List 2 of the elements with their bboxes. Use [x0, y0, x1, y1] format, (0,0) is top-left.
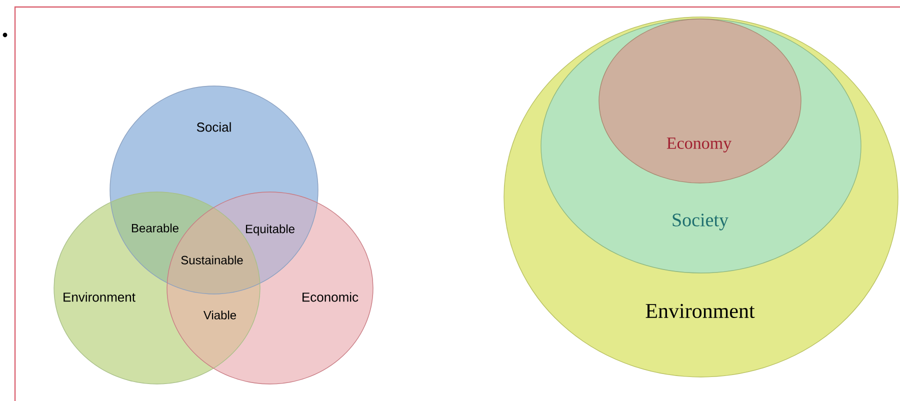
overlap-label: Sustainable — [181, 256, 243, 264]
overlap-label: Viable — [203, 310, 236, 320]
